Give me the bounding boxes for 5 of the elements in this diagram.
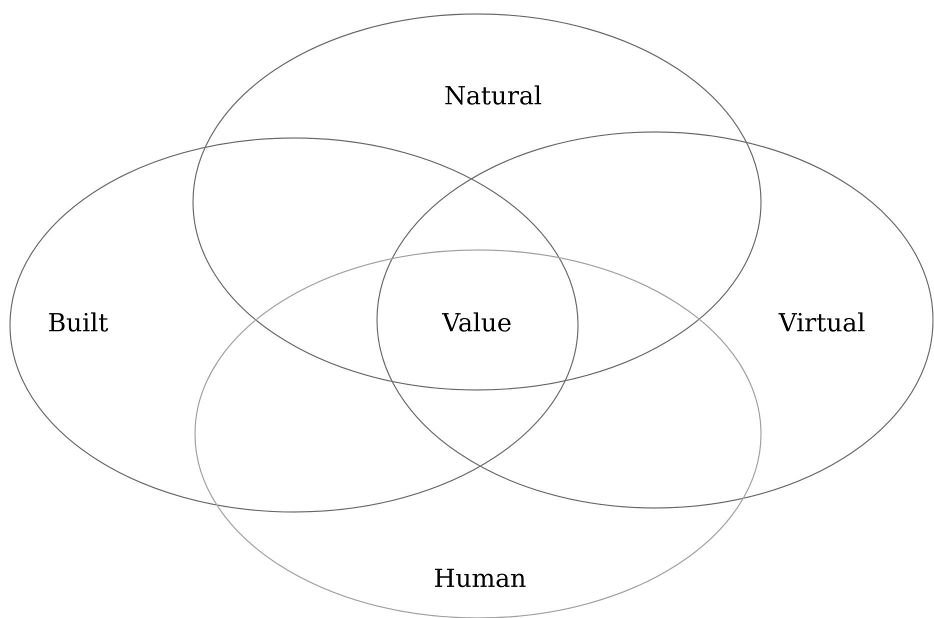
ellipse-label: Human xyxy=(435,568,526,588)
ellipse-label: Virtual xyxy=(778,312,865,332)
ellipse-label: Natural xyxy=(445,85,542,105)
ellipse-label: Built xyxy=(49,312,108,332)
center-label: Value xyxy=(442,312,511,332)
